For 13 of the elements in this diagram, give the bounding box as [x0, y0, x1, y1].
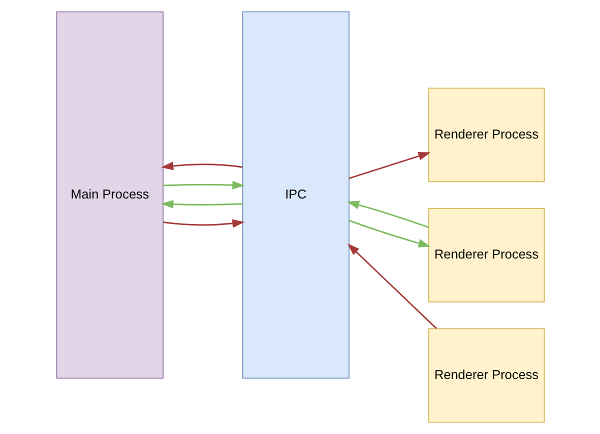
- arrow: [347, 244, 436, 329]
- node-box: Renderer Process: [428, 328, 544, 423]
- node-box: Renderer Process: [428, 88, 544, 182]
- node-box: IPC: [242, 11, 350, 379]
- node-box: Main Process: [56, 11, 164, 379]
- node-box: Renderer Process: [428, 208, 544, 302]
- arrow: [162, 180, 244, 190]
- arrow: [348, 152, 430, 180]
- arrow: [162, 219, 244, 228]
- arrow: [348, 220, 430, 248]
- arrow: [346, 200, 428, 228]
- arrow: [160, 162, 242, 170]
- arrow: [160, 200, 242, 209]
